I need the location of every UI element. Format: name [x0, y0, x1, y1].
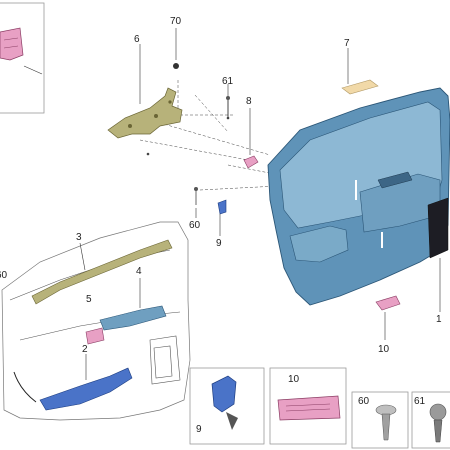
fastener-60 — [194, 187, 198, 205]
assembly-dash-lines — [139, 80, 281, 191]
bracket-part-6 — [107, 87, 230, 156]
callout-70: 70 — [170, 16, 182, 27]
callout-7: 7 — [344, 38, 350, 49]
clip-part-10 — [375, 295, 401, 340]
callout-61-top: 61 — [222, 76, 234, 87]
callout-6: 6 — [134, 34, 140, 45]
callout-60-mid: 60 — [189, 220, 201, 231]
callout-3: 3 — [76, 232, 82, 243]
callout-5: 5 — [86, 294, 92, 305]
leader-lines — [139, 28, 349, 236]
callout-9-mid: 9 — [216, 238, 222, 249]
callout-10-inset: 10 — [288, 374, 300, 385]
callout-2: 2 — [82, 344, 88, 355]
inset-part-60 — [351, 391, 409, 449]
callout-10-door: 10 — [378, 344, 390, 355]
callout-8: 8 — [246, 96, 252, 107]
door-panel-part-1 — [267, 87, 450, 312]
label-part-7 — [341, 79, 379, 95]
callout-labels: 70 6 61 7 8 60 9 3 4 5 2 1 10 60 9 10 60… — [0, 16, 442, 435]
trim-rail-part-3 — [31, 239, 173, 305]
clip-part-8 — [243, 155, 259, 169]
inset-top-left — [0, 2, 45, 114]
switch-part-5 — [85, 327, 105, 345]
callout-60-inset: 60 — [358, 396, 370, 407]
inset-part-61 — [411, 391, 450, 449]
armrest-part-2 — [13, 354, 133, 411]
fastener-61-top — [226, 96, 230, 118]
callout-4: 4 — [136, 266, 142, 277]
callout-60-left: 60 — [0, 270, 8, 281]
callout-9-inset: 9 — [196, 424, 202, 435]
switch-panel-part-4 — [99, 278, 167, 331]
part-9-small — [217, 199, 227, 215]
inset-part-9 — [189, 367, 265, 445]
fastener-70 — [173, 63, 179, 69]
inset-part-10 — [269, 367, 347, 445]
callout-61-inset: 61 — [414, 396, 426, 407]
callout-1: 1 — [436, 314, 442, 325]
